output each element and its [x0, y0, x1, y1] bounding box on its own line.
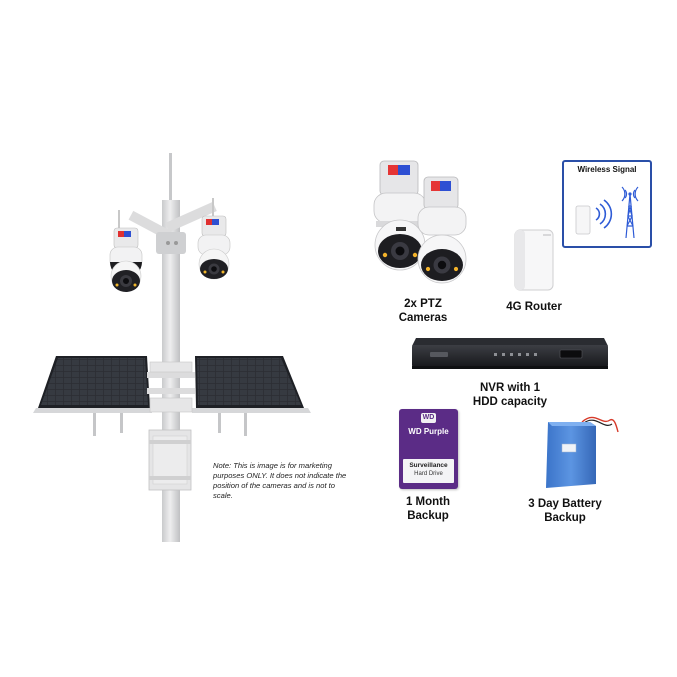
cameras-label: 2x PTZ Cameras: [398, 298, 448, 324]
pole-camera-left: [109, 210, 143, 292]
mini-router-icon: [575, 205, 591, 235]
ptz-camera-front: [417, 176, 467, 284]
hdd-label: 1 Month Backup: [405, 496, 451, 522]
hdd-product-name: WD Purple: [408, 427, 449, 436]
battery-image: [546, 416, 619, 488]
wireless-signal-graphic: [575, 186, 639, 239]
hdd-sub-line2: Hard Drive: [414, 471, 443, 477]
hdd-image: WD WD Purple Surveillance Hard Drive: [399, 409, 458, 489]
solar-panel-right: [192, 356, 311, 436]
router-image: [514, 229, 554, 291]
marketing-note: Note: This is image is for marketing pur…: [213, 461, 347, 500]
hdd-sticker: Surveillance Hard Drive: [403, 459, 454, 483]
ptz-cameras-image: [373, 160, 467, 284]
solar-panel-left: [33, 356, 152, 436]
ptz-camera-back: [373, 160, 427, 271]
nvr-image: [412, 338, 608, 369]
panel-bracket: [147, 361, 195, 413]
wireless-signal-title: Wireless Signal: [577, 165, 637, 174]
pole-camera-right: [197, 198, 231, 280]
router-label: 4G Router: [506, 301, 562, 313]
camera-arms: [128, 201, 217, 254]
pole-battery-cabinet: [148, 429, 192, 491]
battery-wires: [581, 416, 619, 433]
wifi-waves-icon: [595, 199, 613, 229]
hdd-wd-logo: WD: [421, 413, 436, 423]
pole-antenna: [169, 153, 172, 208]
wireless-signal-box: Wireless Signal: [562, 160, 652, 248]
battery-label: 3 Day Battery Backup: [528, 498, 602, 524]
nvr-label: NVR with 1 HDD capacity: [472, 382, 548, 408]
hdd-sub-line1: Surveillance: [409, 462, 448, 469]
